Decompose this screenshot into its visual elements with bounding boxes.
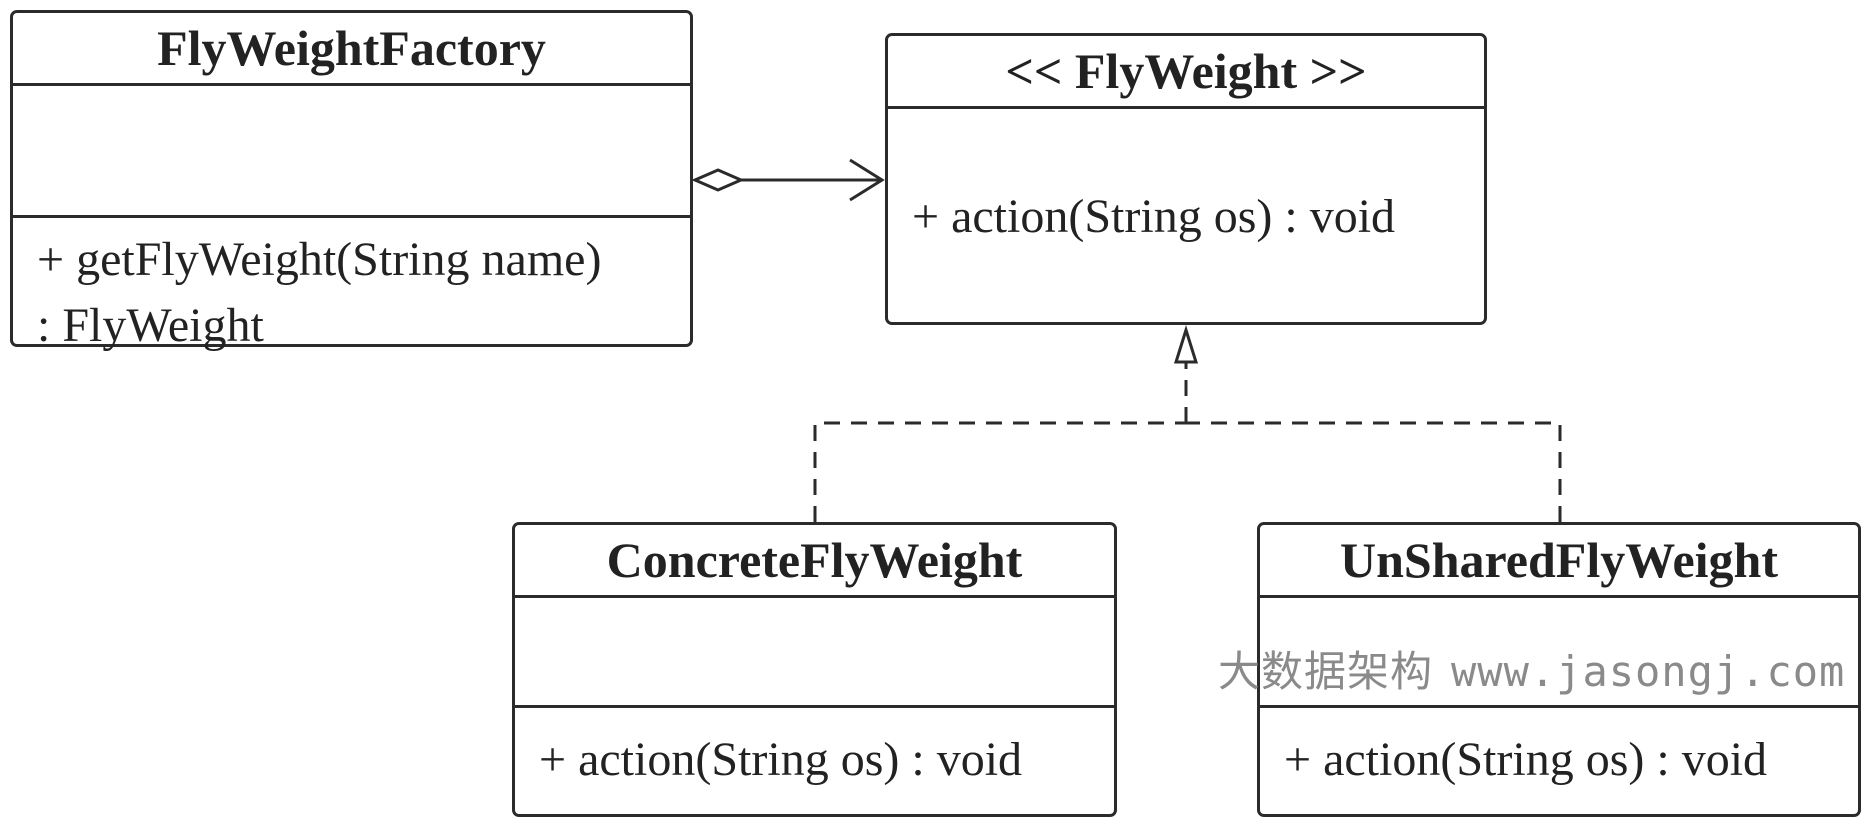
realization-line-concrete <box>813 421 1186 522</box>
realization-line-unshared <box>1186 421 1562 522</box>
aggregation-diamond <box>691 168 745 192</box>
watermark: 大数据架构 www.jasongj.com <box>1218 638 1845 699</box>
aggregation-link <box>691 158 885 202</box>
watermark-chinese: 大数据架构 <box>1218 647 1434 696</box>
class-divider <box>515 705 1114 708</box>
class-unshared-flyweight: UnSharedFlyWeight + action(String os) : … <box>1257 522 1861 817</box>
class-name: FlyWeightFactory <box>13 13 690 86</box>
class-operation: + action(String os) : void <box>539 733 1023 786</box>
class-operation: + action(String os) : void <box>912 190 1396 243</box>
class-operation: + getFlyWeight(String name) <box>37 233 602 286</box>
class-operation-return: : FlyWeight <box>37 299 264 352</box>
watermark-url: www.jasongj.com <box>1451 647 1846 696</box>
interface-flyweight: << FlyWeight >> + action(String os) : vo… <box>885 33 1487 325</box>
realization-arrowhead <box>1173 324 1199 364</box>
class-name: ConcreteFlyWeight <box>515 525 1114 598</box>
class-divider <box>13 215 690 218</box>
class-name: << FlyWeight >> <box>888 36 1484 109</box>
class-operation: + action(String os) : void <box>1284 733 1768 786</box>
realization-links <box>813 324 1562 522</box>
aggregation-arrowhead <box>849 158 885 202</box>
class-name: UnSharedFlyWeight <box>1260 525 1858 598</box>
class-divider <box>1260 705 1858 708</box>
class-flyweight-factory: FlyWeightFactory + getFlyWeight(String n… <box>10 10 693 352</box>
class-concrete-flyweight: ConcreteFlyWeight + action(String os) : … <box>512 522 1117 817</box>
